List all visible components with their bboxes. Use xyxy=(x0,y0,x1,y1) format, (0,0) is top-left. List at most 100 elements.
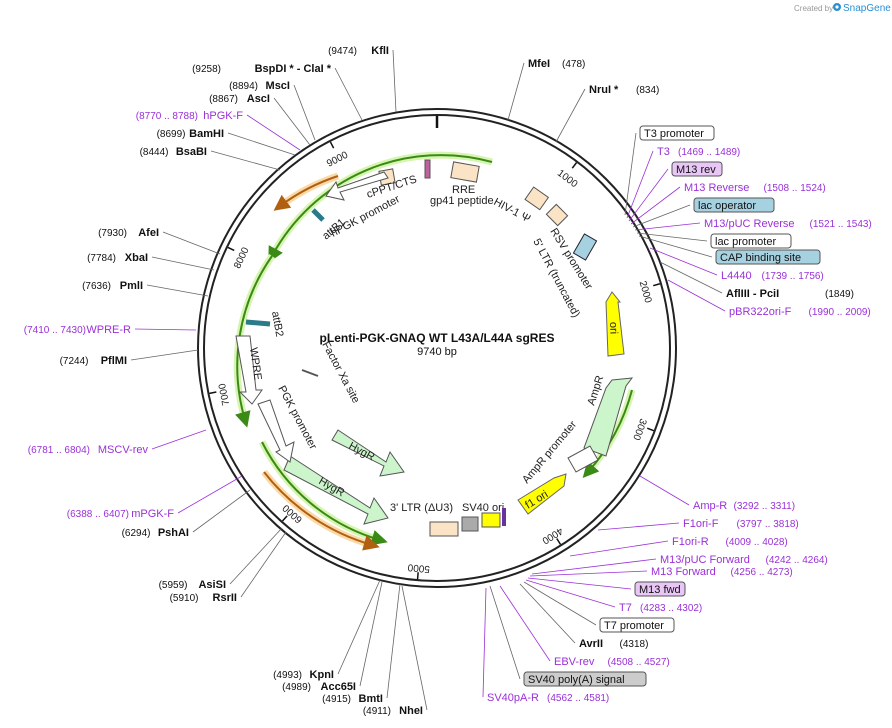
site-kpni[interactable]: KpnI (4993) xyxy=(273,579,381,681)
site-pos: (5959) xyxy=(159,580,188,591)
site-msci[interactable]: MscI(8894) xyxy=(229,80,316,141)
site-capsite[interactable]: CAP binding site xyxy=(638,235,821,265)
site-t3prom[interactable]: T3 promoter xyxy=(624,125,715,216)
leader-line xyxy=(519,583,576,644)
site-name: F1ori-F xyxy=(683,518,719,530)
site-pos: (8770 .. 8788) xyxy=(136,111,198,122)
site-name: WPRE-R xyxy=(86,324,131,336)
site-pbr322f[interactable]: pBR322ori-F (1990 .. 2009) xyxy=(667,279,871,318)
ltr5-label: 5' LTR (truncated) xyxy=(530,237,582,320)
site-name: MSCV-rev xyxy=(98,444,149,456)
tick-label-4000: 4000 xyxy=(540,525,565,546)
site-xbai[interactable]: XbaI (7784) xyxy=(87,252,215,271)
leader-line xyxy=(482,587,487,698)
site-bmti[interactable]: BmtI(4915) xyxy=(322,583,401,705)
site-f1orif[interactable]: F1ori-F(3797 .. 3818) xyxy=(597,518,799,531)
site-rsrii[interactable]: RsrII (5910) xyxy=(170,531,287,604)
site-afei[interactable]: AfeI(7930) xyxy=(98,227,221,255)
site-pos: (478) xyxy=(562,59,585,70)
site-name: BamHI xyxy=(189,128,224,140)
hygr-arrow-outer xyxy=(283,455,389,525)
site-name: pBR322ori-F xyxy=(729,306,792,318)
pgk-promoter-arrow xyxy=(257,399,295,463)
leader-line xyxy=(597,522,680,531)
site-pos: (4009 .. 4028) xyxy=(726,537,788,548)
site-pos: (4911) xyxy=(363,706,391,717)
leader-line xyxy=(151,429,207,450)
site-nhei[interactable]: NheI(4911) xyxy=(363,585,428,717)
site-pos: (7636) xyxy=(82,281,111,292)
site-pmli[interactable]: PmlI(7636) xyxy=(82,280,209,297)
site-m13forward[interactable]: M13 Forward(4256 .. 4273) xyxy=(529,566,793,578)
site-name: PshAI xyxy=(158,527,189,539)
site-bsabi[interactable]: BsaBI(8444) xyxy=(140,146,281,171)
orange-arc-bottom-line xyxy=(263,471,380,551)
site-sv40pa[interactable]: SV40 poly(A) signal xyxy=(489,585,647,687)
site-lacprom[interactable]: lac promoter xyxy=(636,232,792,249)
site-t7[interactable]: T7(4283 .. 4302) xyxy=(525,579,702,614)
site-m13fwd[interactable]: M13 fwd xyxy=(527,577,686,597)
site-ampr[interactable]: Amp-R(3292 .. 3311) xyxy=(639,475,795,512)
site-acc65i[interactable]: Acc65I(4989) xyxy=(282,581,383,693)
site-m13rev[interactable]: M13 rev xyxy=(628,161,723,222)
site-pfimi[interactable]: PflMI(7244) xyxy=(60,349,199,367)
site-name: AflIII - PciI xyxy=(726,288,779,300)
site-sv40par[interactable]: SV40pA-R(4562 .. 4581) xyxy=(482,587,609,704)
site-name: PflMI xyxy=(101,355,127,367)
site-pos: (4283 .. 4302) xyxy=(640,603,702,614)
site-bspdi[interactable]: BspDI * - ClaI *(9258) xyxy=(192,63,363,121)
site-name: M13 fwd xyxy=(639,584,681,596)
site-t7prom[interactable]: T7 promoter xyxy=(523,581,675,633)
site-pos: (5910) xyxy=(170,593,199,604)
site-avrii[interactable]: AvrII(4318) xyxy=(519,583,648,650)
site-labels: KflI(9474)BspDI * - ClaI *(9258)MscI(889… xyxy=(24,45,872,717)
site-pos: (7784) xyxy=(87,253,116,264)
site-mfei[interactable]: MfeI(478) xyxy=(507,58,585,121)
site-wprer[interactable]: WPRE-R(7410 .. 7430) xyxy=(24,324,197,336)
site-name: M13 rev xyxy=(676,164,716,176)
site-name: BsaBI xyxy=(176,146,207,158)
site-pos: (4993) xyxy=(273,670,302,681)
tick-label-2000: 2000 xyxy=(637,280,654,305)
site-kfli[interactable]: KflI(9474) xyxy=(328,45,397,113)
leader-line xyxy=(246,114,301,151)
site-name: XbaI xyxy=(125,252,148,264)
label-box xyxy=(634,581,686,597)
site-hpgkf[interactable]: hPGK-F(8770 .. 8788) xyxy=(136,110,301,151)
site-name: KpnI xyxy=(310,669,334,681)
ampr-arrow xyxy=(583,377,634,457)
site-name: MscI xyxy=(266,80,290,92)
leader-line xyxy=(499,585,551,662)
leader-line xyxy=(134,328,197,331)
site-mscvrev[interactable]: MSCV-rev(6781 .. 6804) xyxy=(28,429,207,456)
site-lacop[interactable]: lac operator xyxy=(632,197,775,228)
site-f1orir[interactable]: F1ori-R(4009 .. 4028) xyxy=(569,536,788,557)
ltr5-box xyxy=(545,203,569,227)
site-name: AscI xyxy=(247,93,270,105)
site-t3[interactable]: T3(1469 .. 1489) xyxy=(626,146,740,219)
site-m13pucrev[interactable]: M13/pUC Reverse(1521 .. 1543) xyxy=(634,218,872,231)
site-aflIII[interactable]: AflIII - PciI(1849) xyxy=(659,261,854,300)
site-mpgkf[interactable]: mPGK-F(6388 .. 6407) xyxy=(67,475,243,520)
attb2-label: attB2 xyxy=(269,310,285,337)
site-m13reverse[interactable]: M13 Reverse(1508 .. 1524) xyxy=(630,182,826,225)
site-asci[interactable]: AscI(8867) xyxy=(209,93,311,146)
attb2-marker xyxy=(245,319,271,327)
site-name: NruI * xyxy=(589,84,619,96)
leader-line xyxy=(531,558,657,575)
site-pshai[interactable]: PshAI(6294) xyxy=(122,489,251,539)
tick-label-8000: 8000 xyxy=(232,245,252,270)
site-bamhi[interactable]: BamHI(8699) xyxy=(157,128,296,156)
site-pos: (7930) xyxy=(98,228,127,239)
attb1-marker xyxy=(311,208,325,222)
site-name: EBV-rev xyxy=(554,656,595,668)
site-m13pucfwd[interactable]: M13/pUC Forward(4242 .. 4264) xyxy=(531,554,828,575)
site-nrui[interactable]: NruI *(834) xyxy=(555,84,659,143)
site-l4440[interactable]: L4440(1739 .. 1756) xyxy=(649,247,824,282)
site-name: RsrII xyxy=(213,592,237,604)
site-pos: (1990 .. 2009) xyxy=(809,307,871,318)
site-asisi[interactable]: AsiSI(5959) xyxy=(159,527,283,591)
site-ebvrev[interactable]: EBV-rev(4508 .. 4527) xyxy=(499,585,670,668)
site-pos: (1739 .. 1756) xyxy=(762,271,824,282)
